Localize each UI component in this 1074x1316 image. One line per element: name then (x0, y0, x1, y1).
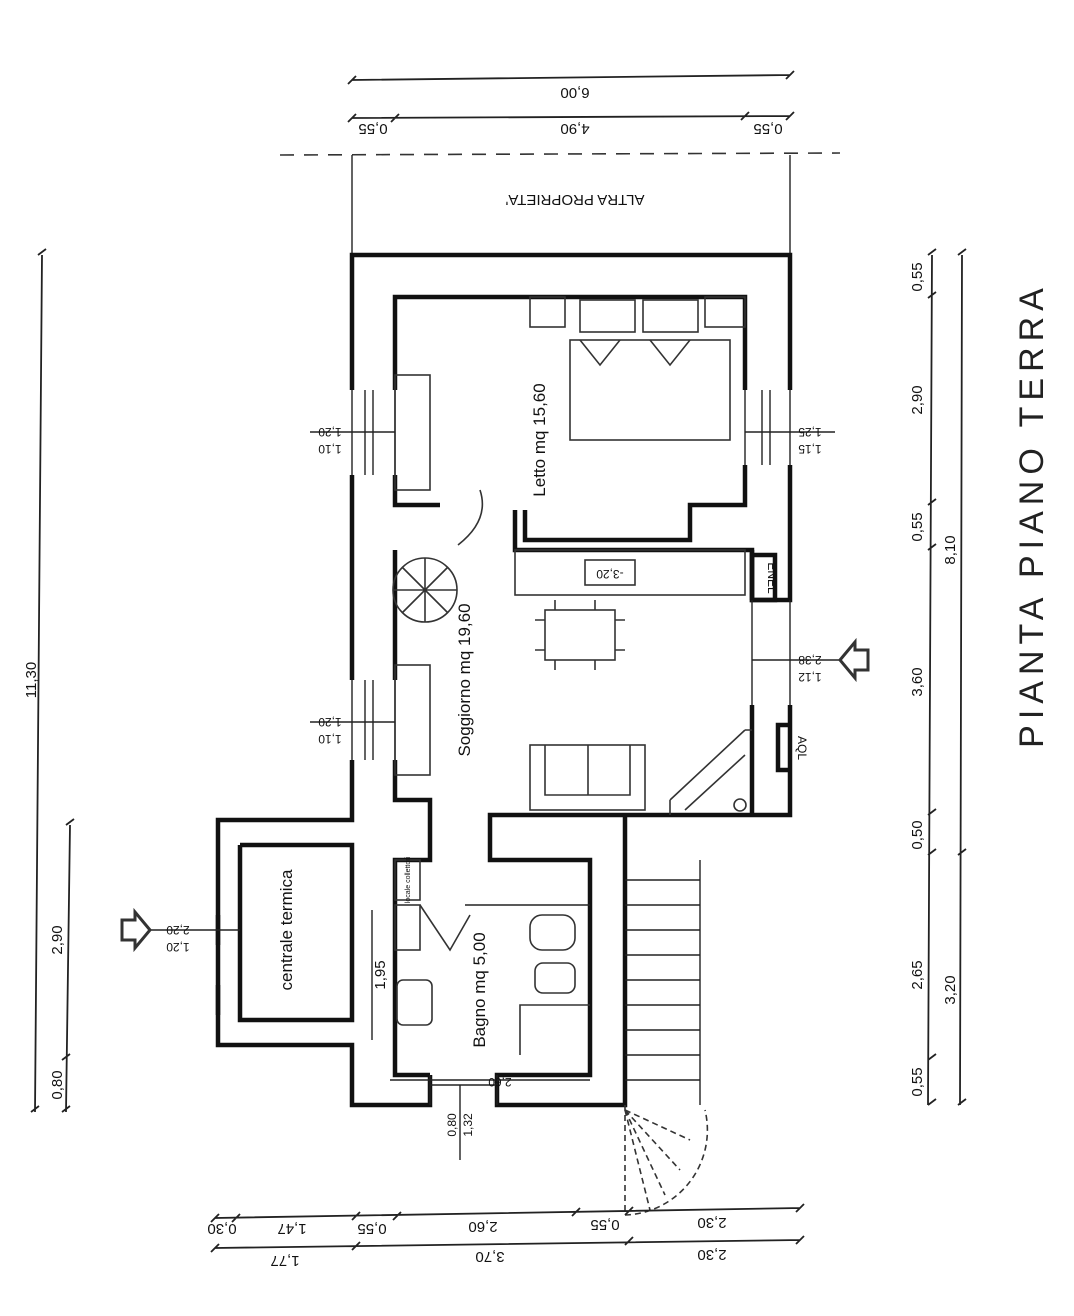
dim-top-mid: 4,90 (560, 120, 589, 137)
boiler-entrance-arrow-icon (120, 907, 152, 953)
external-stairs (624, 860, 709, 1216)
room-label-bedroom: Letto mq 15,60 (530, 383, 549, 496)
level-label: -3,20 (596, 567, 624, 581)
dim-right-2: 0,55 (909, 512, 926, 541)
dim-top-left: 0,55 (358, 120, 387, 137)
neighbour-label: ALTRA PROPRIETA' (505, 191, 644, 208)
room-label-bathroom: Bagno mq 5,00 (470, 932, 489, 1047)
dim-bottom-3: 2,60 (468, 1218, 497, 1235)
spiral-staircase (392, 557, 458, 623)
room-label-living: Soggiorno mq 19,60 (455, 603, 474, 756)
boiler-door-w: 1,20 (166, 940, 190, 954)
dim-right-6: 0,55 (909, 1067, 926, 1096)
bed-right-window-h: 1,25 (798, 425, 822, 439)
windows (351, 390, 791, 1105)
dim-bottom-total-0: 1,77 (270, 1252, 299, 1269)
dim-right-4: 0,50 (909, 820, 926, 849)
bath-window-sill: 0,80 (445, 1113, 459, 1137)
dim-bottom-total-1: 3,70 (475, 1248, 504, 1265)
living-left-window-h: 1,20 (318, 715, 342, 729)
walls (215, 252, 793, 1108)
entrance-door-w: 1,12 (798, 670, 822, 684)
dim-left-total: 11,30 (23, 662, 40, 698)
dim-bottom-1: 1,47 (277, 1220, 306, 1237)
dim-left-1: 0,80 (49, 1070, 66, 1099)
bed-left-window-h: 1,20 (318, 425, 342, 439)
entrance-door-h: 2,38 (798, 653, 822, 667)
enel-label: ENEL (765, 562, 779, 594)
plan-title: PIANTA PIANO TERRA (1013, 282, 1051, 748)
top-dimensions: 6,00 0,55 4,90 0,55 (347, 70, 795, 137)
dim-bottom-total-2: 2,30 (697, 1246, 726, 1263)
left-dimensions: 11,30 2,90 0,80 (23, 248, 75, 1113)
dim-bottom-5: 2,30 (697, 1214, 726, 1231)
living-left-window-w: 1,10 (318, 732, 342, 746)
dim-right-5: 2,65 (909, 960, 926, 989)
dim-right-3: 3,60 (909, 667, 926, 696)
bed-left-window-w: 1,10 (318, 442, 342, 456)
dim-bottom-2: 0,55 (357, 1220, 386, 1237)
dim-top-total: 6,00 (560, 84, 589, 101)
room-label-boiler: centrale termica (277, 869, 296, 990)
bottom-dimensions: 0,30 1,47 0,55 2,60 0,55 2,30 1,77 3,70 … (207, 1203, 805, 1269)
right-dimensions: 0,55 2,90 0,55 3,60 0,50 2,65 0,55 8,10 … (909, 248, 967, 1106)
dim-bottom-0: 0,30 (207, 1220, 236, 1237)
manifold-label: locale collettori (405, 856, 412, 903)
dim-right-1: 2,90 (909, 385, 926, 414)
dim-right-0: 0,55 (909, 262, 926, 291)
boiler-door-h: 2,20 (166, 923, 190, 937)
property-boundary (279, 152, 841, 156)
dim-right-total-1: 8,10 (942, 535, 959, 564)
aql-label: AQL (795, 736, 809, 760)
dim-bottom-4: 0,55 (590, 1216, 619, 1233)
bath-width: 1,95 (372, 960, 389, 989)
bed-right-window-w: 1,15 (798, 442, 822, 456)
entrance-arrow-icon (838, 637, 870, 683)
bath-window-w: 2,60 (488, 1075, 512, 1089)
opening-dimensions: 1,20 1,10 1,20 1,10 1,25 1,15 2,38 1,12 … (150, 425, 840, 1160)
furniture (394, 296, 752, 1055)
bath-window-top: 1,32 (461, 1113, 475, 1137)
dim-right-total-2: 3,20 (942, 975, 959, 1004)
dim-left-0: 2,90 (49, 925, 66, 954)
dim-top-right: 0,55 (753, 120, 782, 137)
